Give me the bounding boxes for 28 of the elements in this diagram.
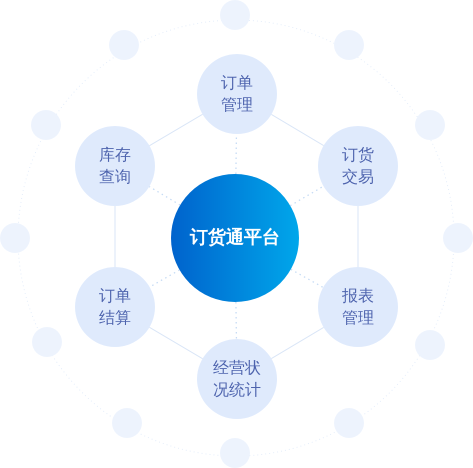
node-label: 订货交易: [342, 144, 374, 188]
satellite-circle: [112, 408, 142, 438]
dotted-connector: [290, 186, 324, 206]
connector-line: [270, 114, 324, 146]
dotted-connector: [148, 186, 180, 206]
dotted-connector: [235, 302, 238, 340]
connector-line: [270, 326, 324, 360]
satellite-circle: [334, 408, 364, 438]
satellite-circle: [32, 327, 62, 357]
connector-line: [148, 114, 204, 146]
node-label: 订单管理: [221, 72, 253, 116]
satellite-circle: [415, 110, 445, 140]
satellite-circle: [0, 223, 30, 253]
node-label: 报表管理: [342, 285, 374, 329]
satellite-circle: [220, 0, 250, 30]
node-label: 订单结算: [99, 285, 131, 329]
satellite-circle: [31, 110, 61, 140]
node-label: 经营状况统计: [213, 357, 261, 401]
satellite-circle: [334, 30, 364, 60]
satellite-circle: [415, 330, 445, 360]
dotted-connector: [290, 268, 324, 288]
satellite-circle: [109, 30, 139, 60]
connector-line: [114, 206, 116, 268]
satellite-circle: [443, 223, 473, 253]
connector-line: [148, 326, 204, 360]
dotted-connector: [149, 269, 180, 288]
node-label: 库存查询: [99, 144, 131, 188]
hub-title: 订货通平台: [190, 226, 280, 250]
